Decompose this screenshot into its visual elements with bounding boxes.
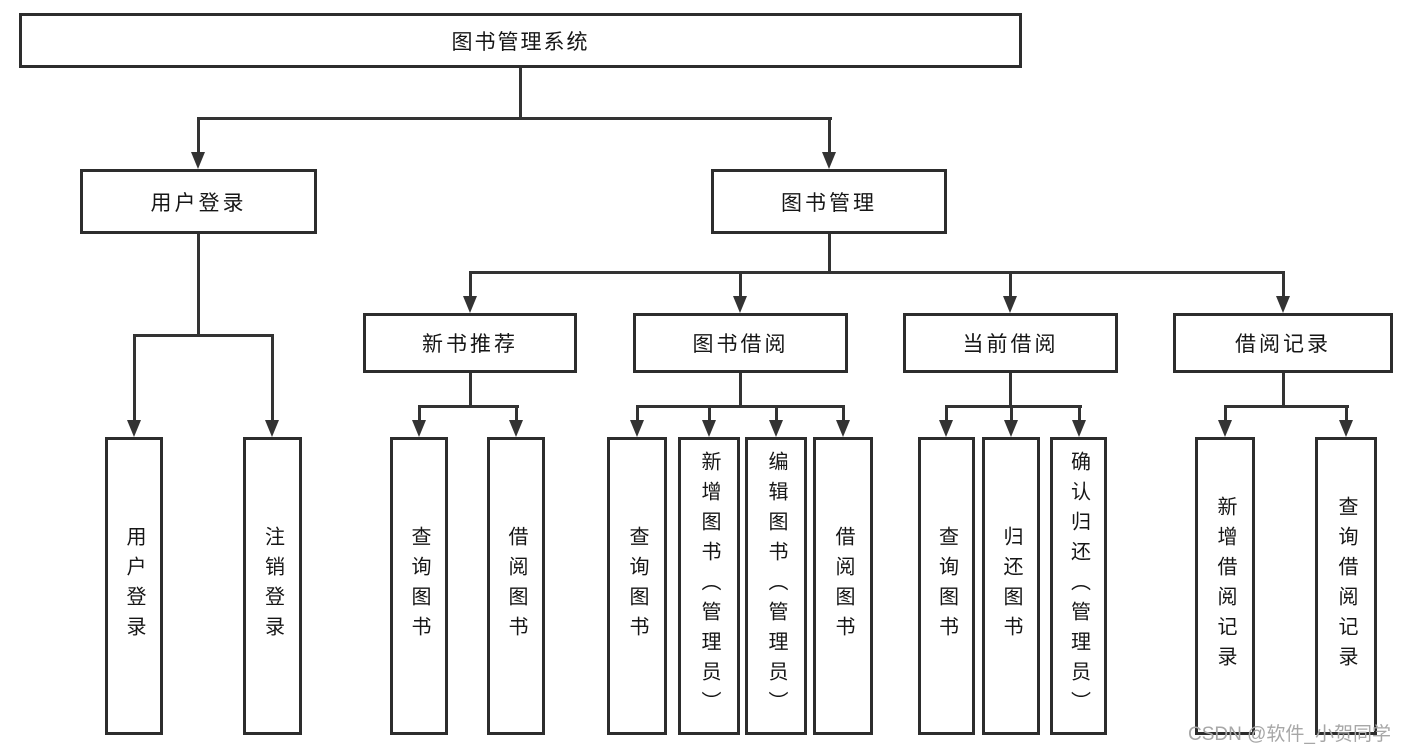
node-book-management: 图书管理 [711, 169, 947, 234]
connector-line [1344, 406, 1348, 420]
connector-arrow [1276, 296, 1290, 313]
connector-arrow [769, 420, 783, 437]
leaf-label: 确认归还（管理员） [1067, 451, 1090, 721]
leaf-query-books-borrow: 查询图书 [607, 437, 667, 735]
connector-arrow [265, 420, 279, 437]
leaf-label: 注销登录 [261, 526, 284, 646]
leaf-query-books-current: 查询图书 [918, 437, 975, 735]
leaf-label: 查询图书 [626, 526, 648, 646]
connector-line [196, 116, 832, 120]
leaf-borrow-books-recommend: 借阅图书 [487, 437, 545, 735]
connector-line [1281, 272, 1285, 296]
connector-line [468, 270, 1285, 274]
connector-line [944, 404, 1082, 408]
connector-arrow [836, 420, 850, 437]
node-label: 图书管理系统 [451, 30, 590, 54]
connector-line [417, 406, 421, 420]
leaf-label: 新增图书（管理员） [698, 451, 720, 721]
connector-line [132, 333, 274, 337]
connector-arrow [1218, 420, 1232, 437]
leaf-label: 查询借阅记录 [1335, 496, 1357, 676]
connector-line [827, 234, 831, 272]
connector-arrow [463, 296, 477, 313]
connector-line [518, 68, 522, 118]
connector-line [196, 118, 200, 152]
connector-line [468, 272, 472, 296]
node-current-borrowing: 当前借阅 [903, 313, 1118, 373]
leaf-label: 归还图书 [1000, 526, 1022, 646]
connector-arrow [191, 152, 205, 169]
connector-line [1008, 373, 1012, 406]
connector-line [944, 406, 948, 420]
connector-line [132, 335, 136, 420]
node-label: 用户登录 [150, 191, 247, 215]
leaf-logout: 注销登录 [243, 437, 302, 735]
csdn-watermark: CSDN @软件_小贺同学 [1188, 724, 1391, 745]
connector-line [196, 234, 200, 335]
connector-line [1008, 272, 1012, 296]
leaf-label: 借阅图书 [505, 526, 527, 646]
node-new-book-recommendation: 新书推荐 [363, 313, 577, 373]
leaf-borrow-books: 借阅图书 [813, 437, 873, 735]
connector-arrow [509, 420, 523, 437]
leaf-edit-books-admin: 编辑图书（管理员） [745, 437, 807, 735]
connector-line [635, 404, 845, 408]
leaf-label: 查询图书 [408, 526, 430, 646]
node-label: 图书管理 [781, 191, 877, 215]
node-label: 当前借阅 [962, 333, 1059, 356]
leaf-label: 编辑图书（管理员） [765, 451, 787, 721]
connector-arrow [733, 296, 747, 313]
node-borrowing-records: 借阅记录 [1173, 313, 1393, 373]
connector-line [270, 335, 274, 420]
connector-arrow [1339, 420, 1353, 437]
connector-line [1223, 404, 1349, 408]
connector-line [417, 404, 519, 408]
connector-line [514, 406, 518, 420]
connector-arrow [1003, 296, 1017, 313]
leaf-user-login: 用户登录 [105, 437, 163, 735]
connector-arrow [1004, 420, 1018, 437]
connector-line [738, 373, 742, 406]
connector-arrow [822, 152, 836, 169]
connector-line [774, 406, 778, 420]
connector-line [1077, 406, 1081, 420]
leaf-confirm-return-admin: 确认归还（管理员） [1050, 437, 1107, 735]
connector-arrow [412, 420, 426, 437]
connector-line [1009, 406, 1013, 420]
leaf-query-borrow-record: 查询借阅记录 [1315, 437, 1377, 735]
connector-line [468, 373, 472, 406]
connector-line [707, 406, 711, 420]
connector-arrow [127, 420, 141, 437]
node-label: 图书借阅 [692, 333, 789, 356]
connector-line [635, 406, 639, 420]
node-user-login: 用户登录 [80, 169, 317, 234]
leaf-label: 查询图书 [935, 526, 958, 646]
connector-arrow [939, 420, 953, 437]
connector-arrow [630, 420, 644, 437]
leaf-add-borrow-record: 新增借阅记录 [1195, 437, 1255, 735]
node-label: 借阅记录 [1235, 333, 1331, 356]
leaf-label: 新增借阅记录 [1214, 496, 1236, 676]
connector-line [841, 406, 845, 420]
connector-line [738, 272, 742, 296]
leaf-add-books-admin: 新增图书（管理员） [678, 437, 740, 735]
connector-arrow [1072, 420, 1086, 437]
leaf-label: 借阅图书 [832, 526, 854, 646]
node-book-borrowing: 图书借阅 [633, 313, 848, 373]
node-label: 新书推荐 [422, 333, 518, 356]
leaf-query-books-recommend: 查询图书 [390, 437, 448, 735]
node-library-system: 图书管理系统 [19, 13, 1022, 68]
connector-line [827, 118, 831, 152]
leaf-label: 用户登录 [123, 526, 145, 646]
connector-arrow [702, 420, 716, 437]
leaf-return-books: 归还图书 [982, 437, 1040, 735]
connector-line [1281, 373, 1285, 406]
connector-line [1223, 406, 1227, 420]
